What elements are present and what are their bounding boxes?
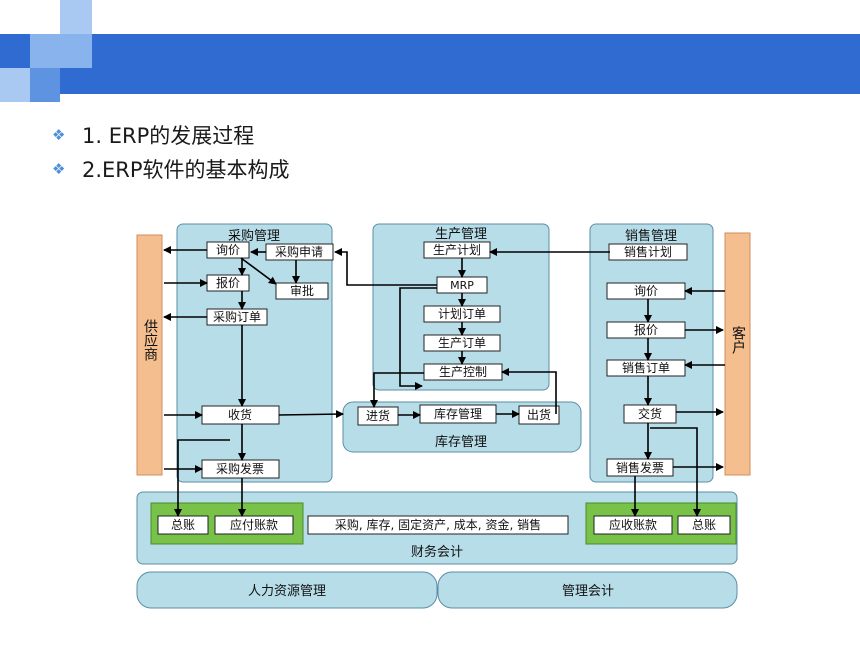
header-square — [0, 68, 30, 102]
supplier-bar — [136, 234, 163, 476]
ledger-left-box — [157, 515, 209, 535]
purchase-module-title: 采购管理 — [228, 228, 280, 244]
approve-box — [275, 282, 329, 300]
finance-module-title: 财务会计 — [411, 544, 463, 560]
inventory-manage-label: 库存管理 — [434, 406, 482, 421]
purchase-inquiry-label: 询价 — [216, 243, 240, 257]
purchase-quote-label: 报价 — [216, 275, 240, 290]
receivable-label: 应收账款 — [609, 517, 657, 532]
purchase-request-label: 采购申请 — [275, 244, 323, 259]
bullet-item: ❖ 1. ERP的发展过程 — [52, 118, 290, 152]
sales-plan-label: 销售计划 — [624, 244, 672, 259]
bullet-text: 1. ERP的发展过程 — [82, 124, 255, 148]
approve-label: 审批 — [290, 283, 314, 298]
header-square — [30, 34, 92, 68]
flow-arrow — [278, 410, 344, 419]
goods-out-label: 出货 — [527, 407, 551, 422]
flow-arrow — [240, 257, 277, 285]
header-bar — [0, 34, 860, 94]
mgmt-acct-module-title: 管理会计 — [562, 584, 614, 599]
header-square — [30, 68, 60, 102]
goods-in-label: 进货 — [366, 408, 390, 423]
finance-center-box — [307, 515, 569, 535]
purchase-panel — [176, 223, 333, 483]
bullet-item: ❖ 2.ERP软件的基本构成 — [52, 152, 290, 186]
ledger-right-box — [677, 515, 731, 535]
purchase-order-label: 采购订单 — [213, 309, 261, 324]
ledger-left-label: 总账 — [171, 518, 195, 532]
receive-label: 收货 — [228, 407, 252, 422]
hr-module-title: 人力资源管理 — [248, 584, 326, 599]
goods-in-box — [357, 406, 399, 426]
customer-bar — [724, 232, 751, 476]
flow-arrow — [334, 248, 437, 286]
bullet-list: ❖ 1. ERP的发展过程 ❖ 2.ERP软件的基本构成 — [52, 118, 290, 186]
sales-invoice-label: 销售发票 — [616, 460, 664, 475]
inventory-module-title: 库存管理 — [435, 434, 487, 450]
mrp-label: MRP — [450, 279, 474, 292]
ledger-right-label: 总账 — [692, 518, 716, 532]
sales-module-title: 销售管理 — [625, 228, 677, 244]
purchase-invoice-label: 采购发票 — [216, 461, 264, 476]
header-square — [60, 0, 92, 34]
flow-arrow — [370, 372, 424, 408]
finance-center-label: 采购, 库存, 固定资产, 成本, 资金, 销售 — [335, 517, 541, 532]
flow-arrow — [650, 427, 701, 517]
diamond-bullet-icon: ❖ — [52, 160, 66, 178]
sales-panel — [589, 223, 714, 483]
payable-label: 应付账款 — [230, 517, 278, 532]
production-order-label: 生产订单 — [438, 336, 486, 350]
production-module-title: 生产管理 — [435, 227, 487, 242]
supplier-label: 供应商 — [142, 319, 158, 361]
flow-arrow — [501, 368, 557, 414]
customer-label: 客户 — [730, 325, 746, 355]
sales-quote-label: 报价 — [634, 322, 658, 337]
production-plan-label: 生产计划 — [433, 243, 481, 257]
sales-order-label: 销售订单 — [622, 360, 670, 375]
production-control-label: 生产控制 — [439, 365, 487, 379]
hr-panel — [136, 571, 438, 609]
planned-order-label: 计划订单 — [438, 307, 486, 321]
bullet-text: 2.ERP软件的基本构成 — [82, 158, 290, 182]
deliver-label: 交货 — [638, 406, 662, 421]
diamond-bullet-icon: ❖ — [52, 126, 66, 144]
flow-arrow — [174, 439, 230, 517]
sales-inquiry-label: 询价 — [634, 284, 658, 298]
mgmt-acct-panel — [437, 571, 738, 609]
flow-arrow — [399, 287, 437, 390]
payable-box — [214, 515, 294, 535]
